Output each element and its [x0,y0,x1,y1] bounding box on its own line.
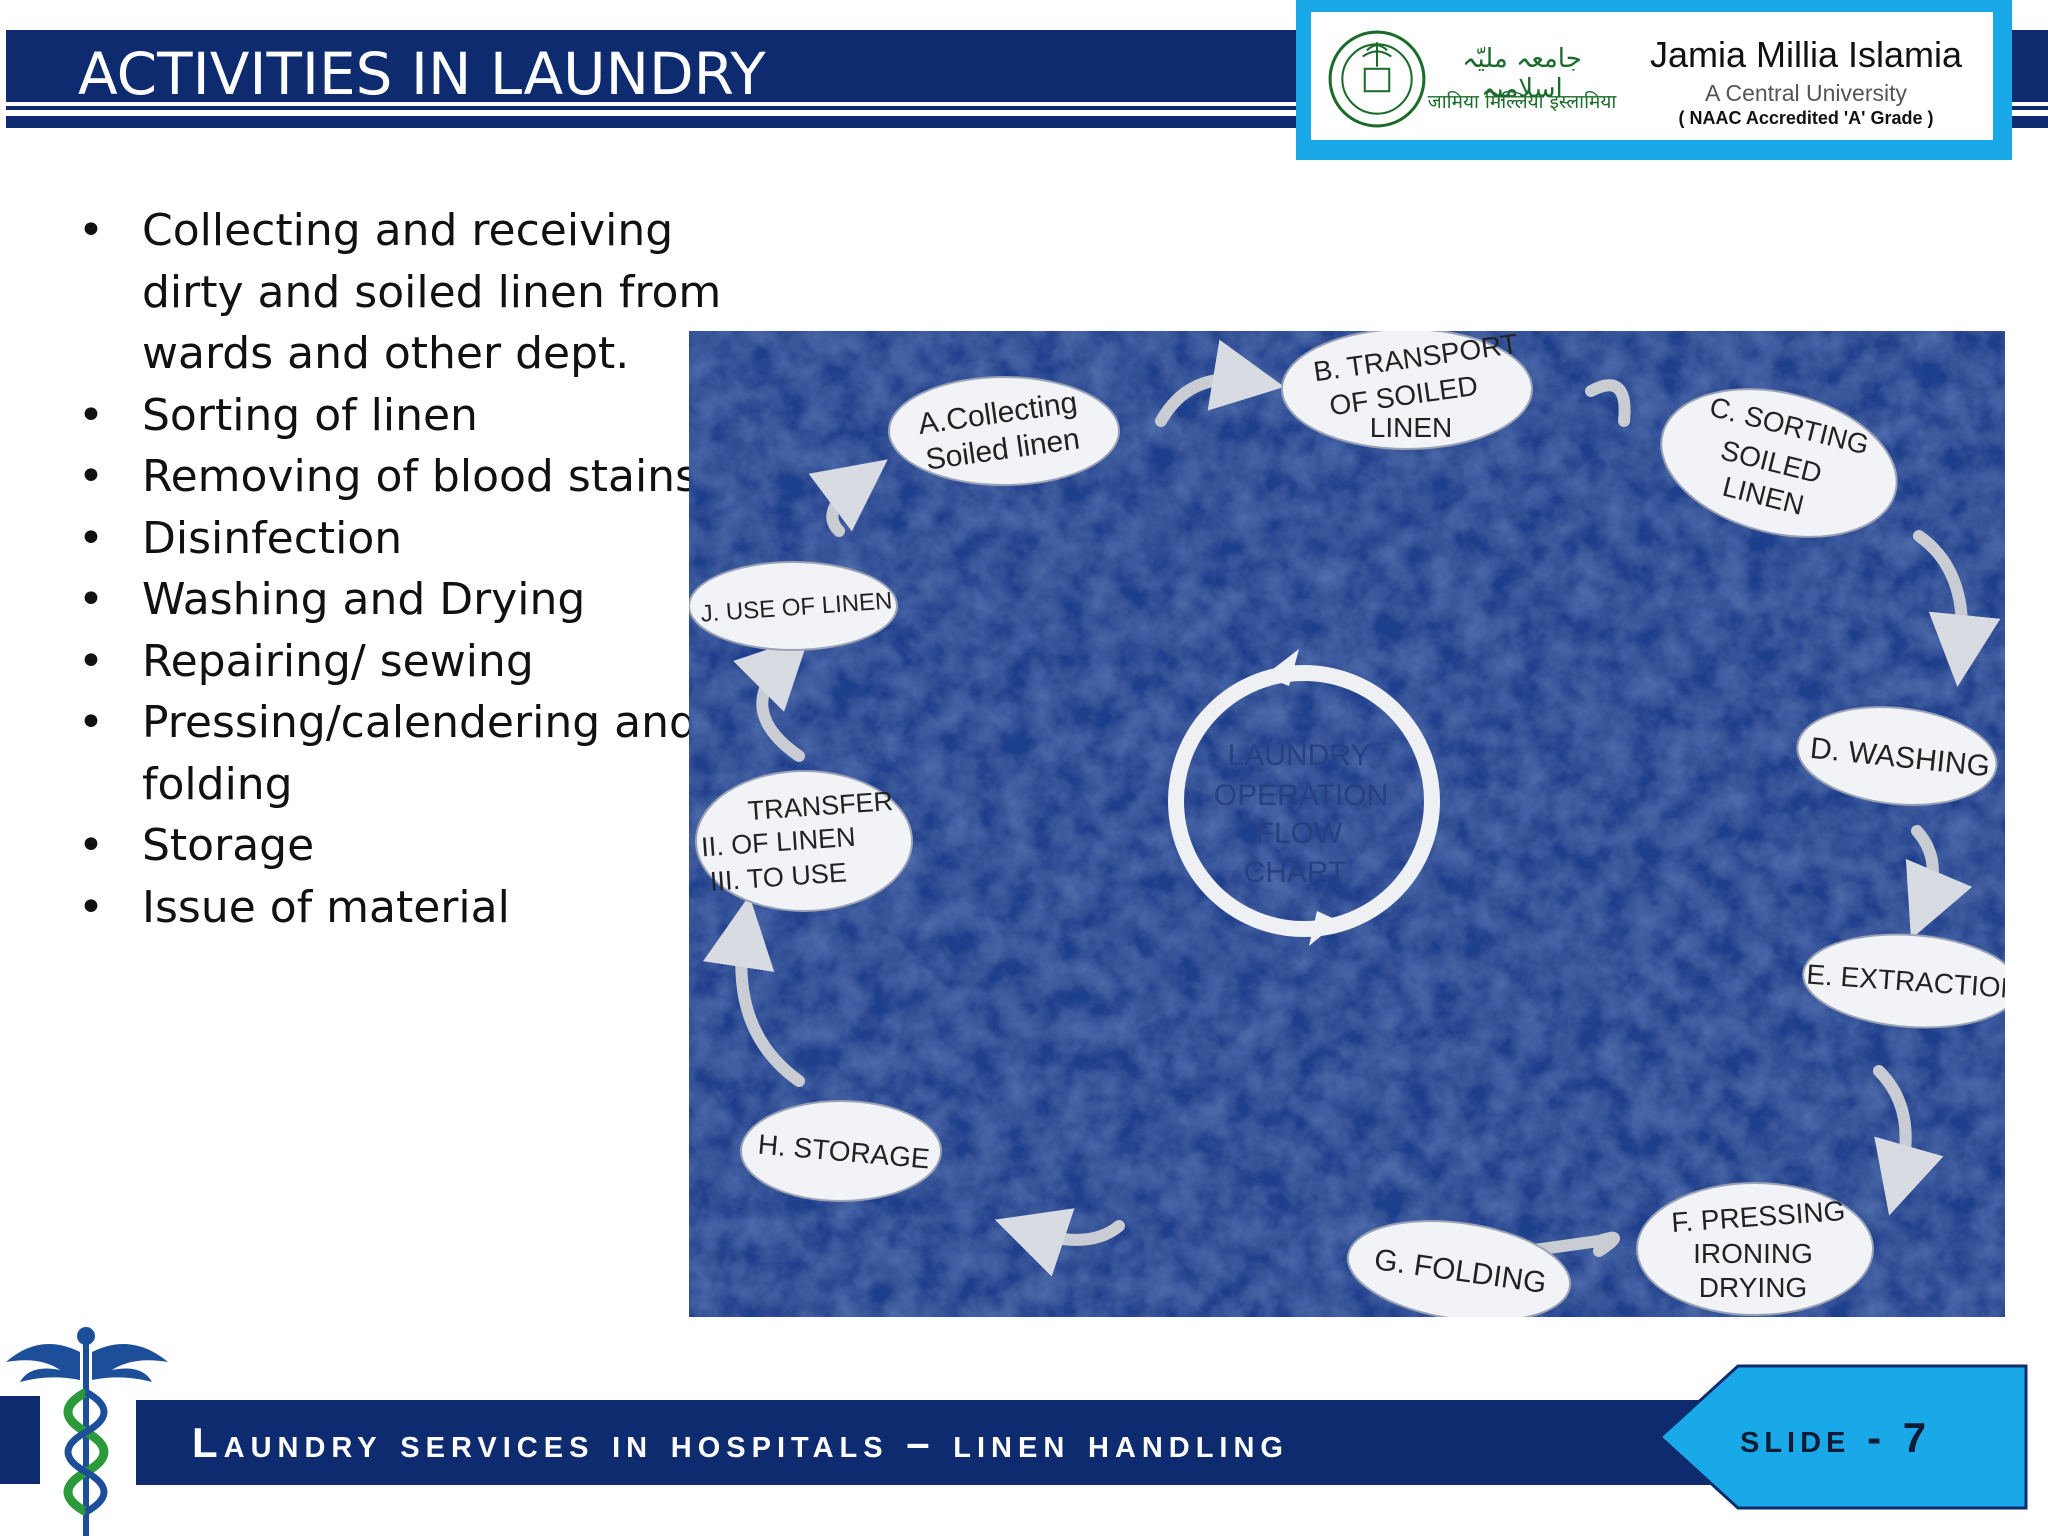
center-label-line: CHART [1244,856,1347,889]
list-item: • Repairing/ sewing [70,631,770,693]
bullet-icon: • [78,881,104,933]
footer-title: Laundry services in hospitals – linen ha… [192,1419,1289,1466]
logo-subtitle: A Central University [1705,80,1907,106]
logo-script-arabic: جامعہ ملیّہ اسلامیہ [1462,44,1582,104]
center-cycle: LAUNDRY OPERATION FLOW CHART [1168,649,1440,946]
node-g-folding: G. FOLDING [1346,1219,1572,1317]
node-j-use: J. USE OF LINEN [689,561,898,651]
node-h-storage: H. STORAGE [740,1100,942,1202]
flow-arrows [703,339,2001,1297]
list-item-text: Sorting of linen [142,389,478,441]
center-label-line: OPERATION [1214,779,1388,812]
bullet-icon: • [78,512,104,564]
list-item-text: Collecting and receiving dirty and soile… [142,205,722,379]
bullet-icon: • [78,697,104,748]
footer-bar [136,1400,1936,1485]
node-d-washing: D. WASHING [1796,706,1998,806]
node-a-collecting: A.Collecting Soiled linen [888,376,1120,486]
footer-left-block [0,1396,40,1484]
list-item-text: Removing of blood stains [142,451,698,502]
list-item-text: Issue of material [142,881,510,933]
list-item: • Collecting and receiving dirty and soil… [70,200,770,385]
list-item: • Disinfection [70,508,770,570]
node-e-extraction: E. EXTRACTION [1802,933,2005,1029]
node-label-line: LINEN [1370,412,1452,443]
list-item-text: Pressing/calendering and folding [142,697,697,810]
university-emblem-icon [1328,30,1426,128]
list-item: • Storage [70,815,770,877]
logo-script-hindi: जामिया मिल्लिया इस्लामिया [1427,91,1617,113]
list-item: • Sorting of linen [70,385,770,447]
caduceus-icon [6,1327,168,1536]
slide-number-tag [1658,1364,2028,1510]
bullet-icon: • [78,451,104,502]
activity-list: • Collecting and receiving dirty and soil… [70,200,770,938]
bullet-icon: • [78,820,104,871]
list-item: • Washing and Drying [70,569,770,631]
node-b-transport: B. TRANSPORT OF SOILED LINEN [1281,331,1533,450]
logo-grade: ( NAAC Accredited 'A' Grade ) [1678,108,1934,128]
list-item: • Issue of material [70,877,770,939]
slide-title: ACTIVITIES IN LAUNDRY [78,40,766,108]
node-f-pressing: F. PRESSING IRONING DRYING [1636,1182,1874,1316]
bullet-icon: • [78,389,104,441]
center-label-line: LAUNDRY [1228,739,1371,772]
node-label-line: IRONING [1693,1238,1813,1269]
list-item-text: Washing and Drying [142,574,586,625]
bullet-icon: • [78,574,104,625]
slide-number: slide - 7 [1740,1414,1932,1461]
title-rule-thin [6,106,2048,110]
node-i-transfer: TRANSFER II. OF LINEN III. TO USE [695,770,913,912]
node-c-sorting: C. SORTING SOILED LINEN [1660,388,1898,538]
list-item-text: Storage [142,820,315,871]
bullet-icon: • [78,205,104,256]
bullet-icon: • [78,635,104,687]
list-item-text: Disinfection [142,512,403,564]
list-item: • Removing of blood stains [70,446,770,508]
list-item: • Pressing/calendering and folding [70,692,770,815]
center-label-line: FLOW [1256,817,1343,850]
logo-name: Jamia Millia Islamia [1649,34,1963,75]
list-item-text: Repairing/ sewing [142,635,534,687]
node-label-line: DRYING [1699,1272,1807,1303]
laundry-flow-diagram: LAUNDRY OPERATION FLOW CHART A.Collectin… [689,331,2005,1317]
